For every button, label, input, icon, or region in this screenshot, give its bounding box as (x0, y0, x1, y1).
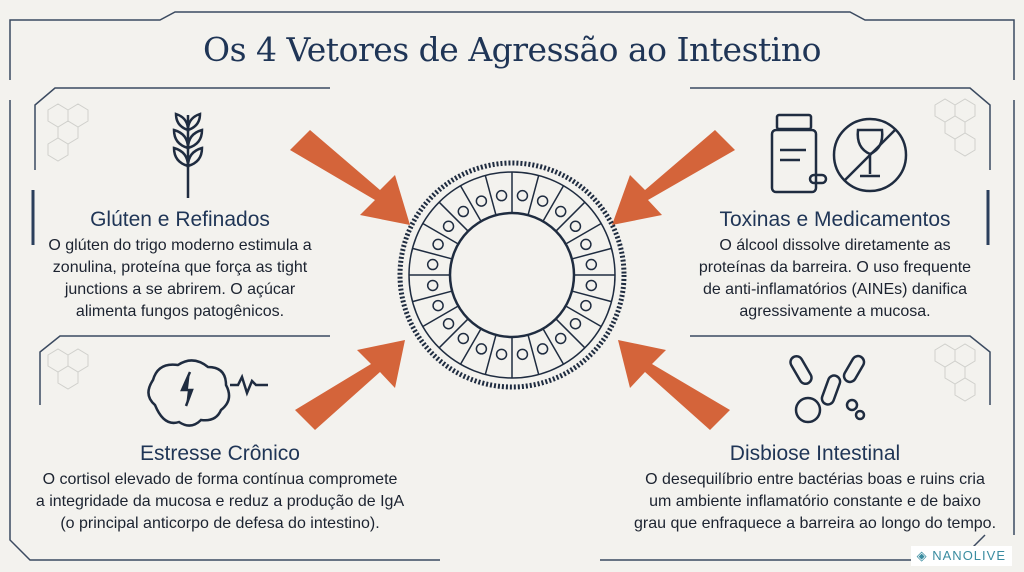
cell-wall (412, 247, 453, 260)
cell-nucleus (516, 348, 529, 361)
cell-wall (412, 290, 453, 303)
wheat-icon (172, 112, 204, 198)
cell-nucleus (432, 238, 444, 251)
bacteria-icon (789, 354, 866, 424)
arrow-top-right (612, 130, 735, 225)
medicine-bottle-icon (770, 113, 828, 194)
cell-wall (565, 222, 602, 245)
cell-wall (484, 334, 497, 375)
cell-wall (527, 175, 540, 216)
cell-nucleus (495, 348, 508, 361)
cell-nucleus (569, 317, 582, 330)
page-title: Os 4 Vetores de Agressão ao Intestino (203, 30, 821, 69)
vector-dysbiosis: Disbiose Intestinal O desequilíbrio entr… (620, 442, 1010, 535)
vector-title: Glúten e Refinados (90, 208, 270, 231)
cell-nucleus (536, 195, 549, 207)
cell-nucleus (457, 205, 470, 218)
cell-wall (571, 290, 612, 303)
cell-nucleus (475, 343, 488, 355)
cell-nucleus (585, 258, 598, 271)
cell-nucleus (495, 189, 508, 202)
cell-wall (571, 247, 612, 260)
cell-wall (459, 185, 482, 222)
cell-wall (438, 318, 469, 349)
hexagon-pattern (47, 98, 976, 402)
cell-nucleus (580, 299, 592, 312)
arrows (290, 130, 735, 430)
arrow-bottom-right (618, 340, 730, 430)
cell-nucleus (580, 238, 592, 251)
cell-wall (565, 305, 602, 328)
intestinal-barrier-ring (397, 160, 627, 390)
cell-wall (459, 328, 482, 365)
cell-nucleus (554, 332, 567, 345)
arrow-top-left (290, 130, 410, 225)
stressed-brain-icon (147, 359, 268, 427)
cell-nucleus (432, 299, 444, 312)
cell-nucleus (426, 258, 439, 271)
cell-nucleus (516, 189, 529, 202)
cell-wall (542, 328, 565, 365)
cell-wall (422, 222, 459, 245)
cell-nucleus (475, 195, 488, 207)
vector-title: Disbiose Intestinal (729, 442, 901, 465)
cell-wall (527, 334, 540, 375)
arrow-bottom-left (295, 340, 405, 430)
cell-nucleus (554, 205, 567, 218)
cell-nucleus (569, 220, 582, 233)
vector-description: O cortisol elevado de forma contínua com… (35, 471, 405, 532)
cell-wall (555, 201, 586, 232)
cell-nucleus (442, 317, 455, 330)
cell-nucleus (457, 332, 470, 345)
brand-logo: ◈ NANOLIVE (910, 546, 1012, 566)
vector-title: Toxinas e Medicamentos (719, 208, 951, 231)
cell-wall (422, 305, 459, 328)
cell-nucleus (442, 220, 455, 233)
vector-description: O desequilíbrio entre bactérias boas e r… (633, 471, 997, 532)
vector-stress: Estresse Crônico O cortisol elevado de f… (30, 442, 410, 535)
cell-wall (555, 318, 586, 349)
vector-title: Estresse Crônico (140, 442, 300, 465)
cell-nucleus (426, 279, 439, 292)
cell-nucleus (536, 343, 549, 355)
cell-wall (542, 185, 565, 222)
vector-gluten: Glúten e Refinados O glúten do trigo mod… (20, 208, 340, 323)
vector-toxins: Toxinas e Medicamentos O álcool dissolve… (660, 208, 1010, 323)
cell-wall (438, 201, 469, 232)
frame-lines (9, 11, 1015, 561)
no-alcohol-icon (832, 117, 908, 193)
cell-nucleus (585, 279, 598, 292)
cell-wall (484, 175, 497, 216)
